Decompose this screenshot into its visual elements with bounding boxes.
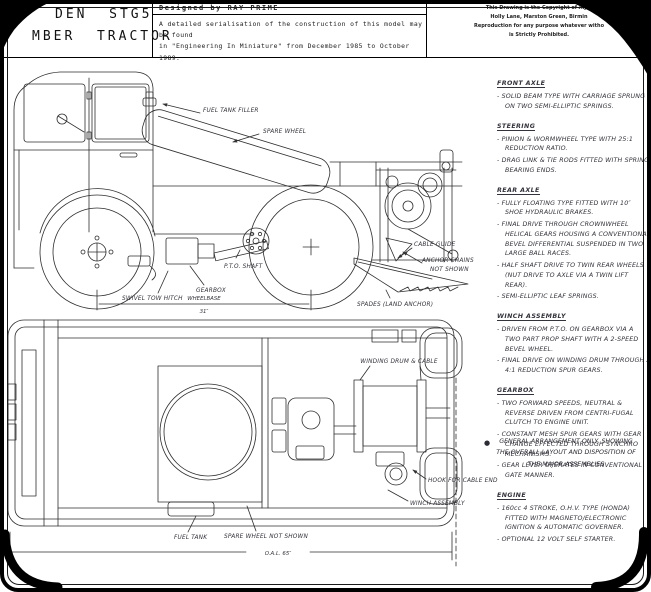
- copyright-line4: is Strictly Prohibited.: [508, 32, 570, 38]
- fuel-tank-plan: [167, 501, 215, 517]
- label-spades: SPADES (LAND ANCHOR): [357, 302, 433, 308]
- note-item: - SOLID BEAM TYPE WITH CARRIAGE SPRUNG O…: [497, 93, 646, 110]
- model-title-line1: DEN STG5: [55, 7, 153, 22]
- title-block: DEN STG5 MBER TRACTOR Designed by RAY PR…: [0, 0, 651, 62]
- label-spare-wheel-note: SPARE WHEEL NOT SHOWN: [224, 534, 308, 540]
- serialisation-note-line2: in "Engineering In Miniature" from Decem…: [159, 42, 410, 62]
- label-fuel-tank: FUEL TANK: [174, 535, 208, 541]
- note-item: - 160cc 4 STROKE, O.H.V. TYPE (HONDA) FI…: [497, 504, 631, 532]
- designer-cell: Designed by RAY PRIME A detailed seriali…: [153, 0, 427, 62]
- plan-leader-lines: [187, 365, 427, 533]
- fuel-tank-and-spare-wheel: [141, 91, 331, 194]
- note-item: - OPTIONAL 12 VOLT SELF STARTER.: [497, 536, 616, 543]
- note-item: - FULLY FLOATING TYPE FITTED WITH 10″ SH…: [497, 199, 631, 217]
- label-hook-cable-end: HOOK FOR CABLE END: [428, 478, 498, 484]
- label-wheelbase-dim: 31″: [200, 309, 209, 315]
- section-heading: WINCH ASSEMBLY: [497, 313, 566, 321]
- note-item: - PINION & WORMWHEEL TYPE WITH 25:1 REDU…: [497, 135, 634, 153]
- gearbox-and-pto: [127, 237, 269, 281]
- side-elevation-view: [13, 71, 469, 311]
- note-item: - FINAL DRIVE THROUGH CROWNWHEEL HELICAL…: [497, 221, 651, 258]
- title-cell: DEN STG5 MBER TRACTOR: [0, 0, 170, 57]
- copyright-cell: This Drawing is the Copyright of A.J.R H…: [427, 0, 651, 57]
- serialisation-note: A detailed serialisation of the construc…: [153, 15, 426, 64]
- note-item: - SEMI-ELLIPTIC LEAF SPRINGS.: [497, 293, 599, 301]
- note-item: - GEAR LEVER OPERATES IN CONVENTIONAL GA…: [497, 462, 643, 479]
- section-winch-assembly: WINCH ASSEMBLY - DRIVEN FROM P.T.O. ON G…: [497, 313, 651, 376]
- copyright-line2: Holly Lane, Marston Green, Birmin: [490, 14, 588, 20]
- section-gearbox: GEARBOX - TWO FORWARD SPEEDS, NEUTRAL & …: [497, 387, 651, 481]
- note-item: - HALF SHAFT DRIVE TO TWIN REAR WHEELS (…: [497, 262, 644, 289]
- designer-credit: Designed by RAY PRIME: [153, 0, 426, 15]
- section-heading: ENGINE: [497, 491, 527, 500]
- label-wheelbase: WHEELBASE: [187, 296, 221, 302]
- label-winding-drum: WINDING DRUM & CABLE: [360, 359, 438, 365]
- spare-wheel-plan: [157, 365, 263, 503]
- label-anchor-chains-1: ANCHOR CHAINS: [421, 258, 474, 264]
- plan-view: [7, 319, 463, 567]
- engine-plan: [271, 397, 357, 461]
- bullet-icon: ●: [484, 439, 491, 447]
- note-item: - CONSTANT MESH SPUR GEARS WITH GEAR CHA…: [497, 431, 642, 458]
- copyright-line3: Reproduction for any purpose whatever wi…: [473, 23, 605, 29]
- section-heading: STEERING: [497, 122, 536, 131]
- section-heading: REAR AXLE: [497, 186, 540, 195]
- label-tow-hitch: SWIVEL TOW HITCH: [122, 296, 183, 302]
- section-rear-axle: REAR AXLE - FULLY FLOATING TYPE FITTED W…: [497, 187, 651, 303]
- note-item: - DRIVEN FROM P.T.O. ON GEARBOX VIA A TW…: [497, 326, 639, 353]
- winch-side: [371, 149, 459, 263]
- chassis-bed: [152, 161, 463, 187]
- section-front-axle: FRONT AXLE - SOLID BEAM TYPE WITH CARRIA…: [497, 80, 651, 112]
- note-item: - DRAG LINK & TIE RODS FITTED WITH SPRIN…: [497, 157, 650, 174]
- spades-land-anchor: [353, 257, 469, 299]
- plan-frame: [7, 319, 455, 527]
- copyright-line1: This Drawing is the Copyright of A.J.R: [485, 5, 593, 11]
- label-gearbox: GEARBOX: [196, 288, 227, 294]
- note-item: - FINAL DRIVE ON WINDING DRUM THROUGH A …: [497, 357, 651, 374]
- section-heading: FRONT AXLE: [497, 80, 546, 88]
- side-leader-lines: [157, 103, 423, 294]
- model-title-line2: MBER TRACTOR: [32, 29, 173, 44]
- label-cable-guide: CABLE GUIDE: [414, 242, 456, 248]
- section-steering: STEERING - PINION & WORMWHEEL TYPE WITH …: [497, 123, 651, 176]
- footnote-line1: GENERAL ARRANGEMENT ONLY, SHOWING: [499, 438, 633, 445]
- wheelbase-dimension: [96, 289, 312, 311]
- label-pto-shaft: P.T.O. SHAFT: [224, 264, 263, 270]
- cab: [13, 71, 255, 269]
- rear-wheels-plan: [419, 327, 463, 505]
- label-anchor-chains-2: NOT SHOWN: [430, 267, 469, 273]
- label-spare-wheel: SPARE WHEEL: [263, 129, 306, 135]
- footnote-line3: THE MAJOR ASSEMBLIES: [527, 460, 605, 468]
- section-heading: GEARBOX: [497, 386, 534, 395]
- rear-wheel: [242, 184, 374, 310]
- section-engine: ENGINE - 160cc 4 STROKE, O.H.V. TYPE (HO…: [497, 492, 651, 545]
- serialisation-note-line1: A detailed serialisation of the construc…: [159, 20, 423, 40]
- label-fuel-tank-filler: FUEL TANK FILLER: [203, 108, 259, 114]
- label-winch-assembly: WINCH ASSEMBLY: [410, 501, 465, 507]
- note-item: - TWO FORWARD SPEEDS, NEUTRAL & REVERSE …: [497, 399, 634, 427]
- general-arrangement-note: ● GENERAL ARRANGEMENT ONLY, SHOWING THE …: [484, 436, 646, 470]
- specification-notes: FRONT AXLE - SOLID BEAM TYPE WITH CARRIA…: [497, 80, 651, 556]
- label-oal-dim: O.A.L. 65″: [265, 551, 292, 557]
- footnote-line2: THE OVERALL LAYOUT AND DISPOSITION OF: [496, 449, 636, 457]
- winch-plan: [353, 329, 451, 486]
